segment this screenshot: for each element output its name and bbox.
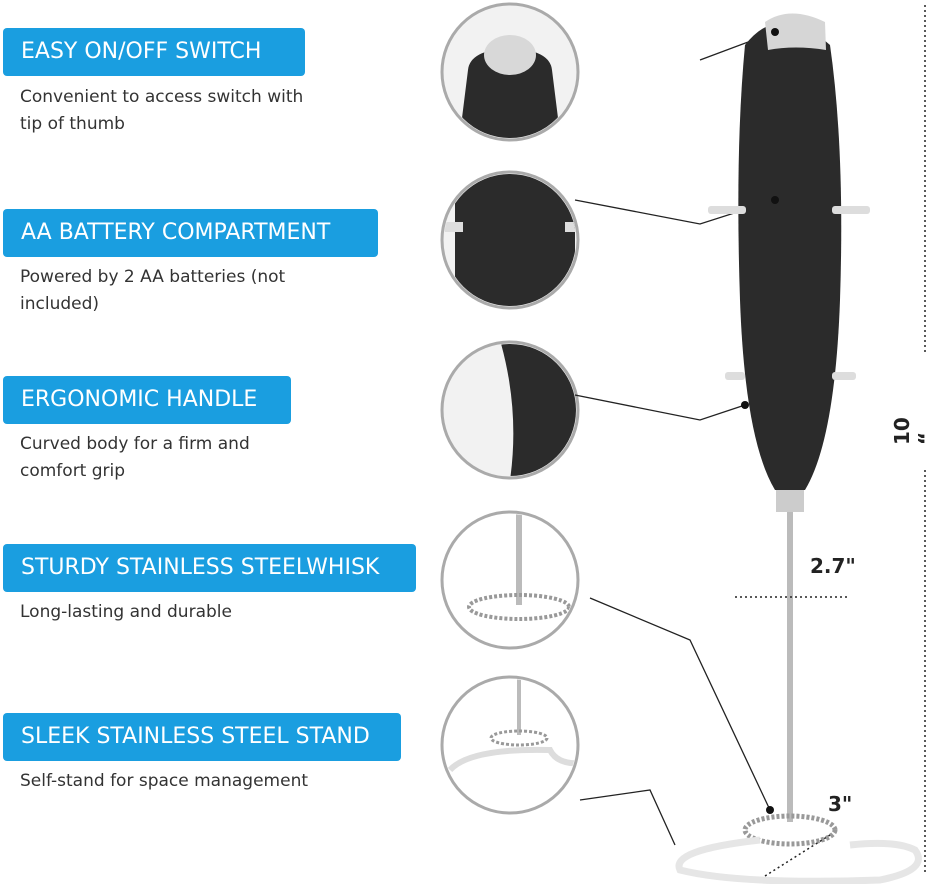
feature-desc-whisk: Long-lasting and durable: [20, 602, 232, 622]
feature-tag-handle: ERGONOMIC HANDLE: [3, 376, 291, 424]
detail-circle-handle: [440, 340, 580, 480]
feature-desc-battery: Powered by 2 AA batteries (not included): [20, 267, 286, 314]
detail-circle-battery: [440, 170, 580, 310]
detail-circle-whisk: [440, 510, 580, 650]
feature-desc-stand: Self-stand for space management: [20, 771, 309, 791]
feature-tag-battery: AA BATTERY COMPARTMENT: [3, 209, 378, 257]
detail-circle-switch: [440, 2, 580, 142]
feature-tag-whisk: STURDY STAINLESS STEELWHISK: [3, 544, 416, 592]
detail-circle-stand: [440, 675, 580, 815]
feature-desc-handle: Curved body for a firm and comfort grip: [20, 434, 250, 481]
feature-desc-switch: Convenient to access switch with tip of …: [20, 87, 304, 134]
feature-tag-stand: SLEEK STAINLESS STEEL STAND: [3, 713, 401, 761]
feature-tag-switch: EASY ON/OFF SWITCH: [3, 28, 305, 76]
frother: [675, 13, 922, 884]
width-dimension-label: 2.7": [810, 554, 856, 578]
height-dimension-label: 10 “: [890, 417, 935, 445]
base-dimension-label: 3": [828, 792, 853, 816]
